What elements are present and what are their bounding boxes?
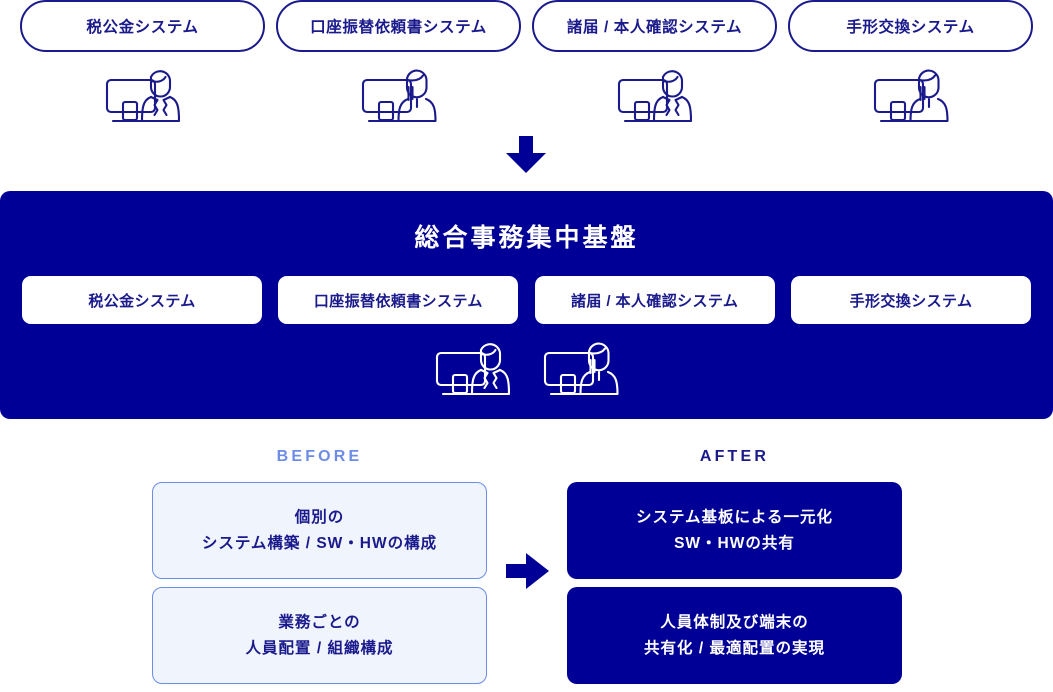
before-column: BEFORE 個別の システム構築 / SW・HWの構成 業務ごとの 人員配置 … [152, 448, 487, 692]
after-box-1-line-1: システム基板による一元化 [635, 508, 834, 526]
person-at-monitor-female-icon [873, 69, 949, 123]
person-at-monitor-female-icon [361, 69, 437, 123]
flow-arrow-down [504, 136, 548, 174]
platform-system-card-label: 税公金システム [88, 292, 196, 310]
person-at-monitor-female-icon [543, 342, 619, 396]
top-icon-slot-1 [20, 64, 265, 130]
platform-system-card-4[interactable]: 手形交換システム [790, 276, 1031, 324]
arrow-right-icon [506, 553, 549, 589]
top-system-card-label: 諸届 / 本人確認システム [566, 19, 743, 36]
platform-system-card-1[interactable]: 税公金システム [22, 276, 262, 324]
platform-system-card-3[interactable]: 諸届 / 本人確認システム [534, 276, 775, 324]
top-operator-icons-row [0, 64, 1053, 130]
person-at-monitor-male-icon [105, 70, 180, 123]
top-icon-slot-3 [532, 64, 777, 130]
platform-system-card-label: 口座振替依頼書システム [313, 292, 483, 310]
after-column: AFTER システム基板による一元化 SW・HWの共有 人員体制及び端末の 共有… [567, 448, 902, 692]
top-system-card-label: 税公金システム [86, 19, 199, 36]
person-at-monitor-male-icon [617, 70, 692, 123]
before-box-2: 業務ごとの 人員配置 / 組織構成 [152, 587, 487, 684]
top-system-card-4[interactable]: 手形交換システム [788, 0, 1033, 52]
before-after-comparison: BEFORE 個別の システム構築 / SW・HWの構成 業務ごとの 人員配置 … [0, 448, 1053, 688]
top-system-card-3[interactable]: 諸届 / 本人確認システム [532, 0, 777, 52]
person-at-monitor-male-icon [435, 343, 510, 396]
top-system-card-label: 手形交換システム [846, 19, 975, 36]
before-box-1: 個別の システム構築 / SW・HWの構成 [152, 482, 487, 579]
after-heading: AFTER [699, 448, 770, 465]
before-box-2-line-2: 人員配置 / 組織構成 [245, 639, 394, 657]
after-box-1-line-2: SW・HWの共有 [674, 534, 795, 552]
top-systems-row: 税公金システム 口座振替依頼書システム 諸届 / 本人確認システム 手形交換シス… [0, 0, 1053, 56]
before-box-2-line-1: 業務ごとの [278, 613, 361, 631]
platform-operator-icons-row [0, 339, 1053, 401]
top-system-card-label: 口座振替依頼書システム [310, 19, 487, 36]
platform-title: 総合事務集中基盤 [414, 224, 639, 252]
platform-system-card-label: 諸届 / 本人確認システム [571, 292, 739, 310]
top-icon-slot-2 [276, 64, 521, 130]
after-box-2: 人員体制及び端末の 共有化 / 最適配置の実現 [567, 587, 902, 684]
top-system-card-1[interactable]: 税公金システム [20, 0, 265, 52]
platform-system-card-label: 手形交換システム [849, 292, 973, 310]
after-box-2-line-2: 共有化 / 最適配置の実現 [644, 639, 825, 657]
before-after-arrow [506, 552, 550, 590]
platform-systems-row: 税公金システム 口座振替依頼書システム 諸届 / 本人確認システム 手形交換シス… [0, 276, 1053, 326]
before-box-1-line-1: 個別の [294, 508, 345, 526]
after-box-2-line-1: 人員体制及び端末の [660, 613, 809, 631]
top-system-card-2[interactable]: 口座振替依頼書システム [276, 0, 521, 52]
platform-panel: 総合事務集中基盤 税公金システム 口座振替依頼書システム 諸届 / 本人確認シス… [0, 191, 1053, 419]
before-box-1-line-2: システム構築 / SW・HWの構成 [201, 534, 438, 552]
top-icon-slot-4 [788, 64, 1033, 130]
arrow-down-icon [506, 136, 546, 173]
after-box-1: システム基板による一元化 SW・HWの共有 [567, 482, 902, 579]
platform-system-card-2[interactable]: 口座振替依頼書システム [278, 276, 519, 324]
before-heading: BEFORE [276, 448, 363, 465]
